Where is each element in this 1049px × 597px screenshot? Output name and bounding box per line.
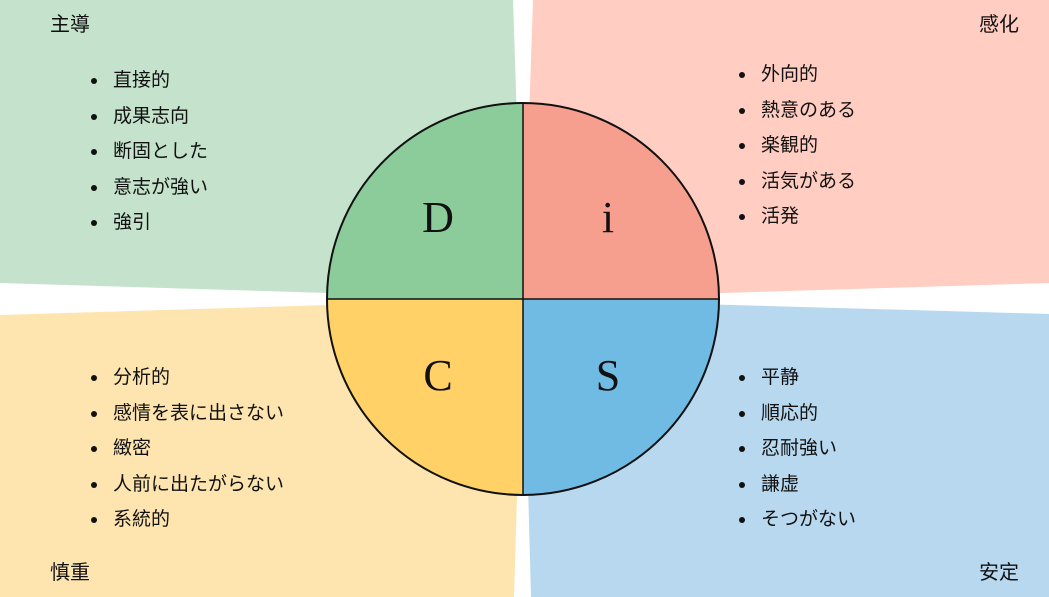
list-item: 外向的 [757, 57, 856, 93]
list-item: 断固とした [109, 134, 208, 170]
list-item: そつがない [757, 502, 856, 538]
i-title: 感化 [979, 12, 1019, 36]
c-traits: 分析的 感情を表に出さない 緻密 人前に出たがらない 系統的 [87, 360, 284, 538]
letter-c: C [423, 351, 452, 400]
s-traits: 平静 順応的 忍耐強い 謙虚 そつがない [735, 360, 856, 538]
list-item: 忍耐強い [757, 431, 856, 467]
list-item: 人前に出たがらない [109, 467, 284, 503]
list-item: 意志が強い [109, 170, 208, 206]
list-item: 活発 [757, 199, 856, 235]
list-item: 楽観的 [757, 128, 856, 164]
list-item: 分析的 [109, 360, 284, 396]
list-item: 直接的 [109, 63, 208, 99]
d-title: 主導 [50, 12, 90, 36]
letter-s: S [596, 351, 620, 400]
s-title: 安定 [979, 560, 1019, 584]
list-item: 熱意のある [757, 93, 856, 129]
letter-d: D [422, 193, 454, 242]
list-item: 強引 [109, 205, 208, 241]
c-title: 慎重 [50, 560, 90, 584]
list-item: 順応的 [757, 396, 856, 432]
d-traits: 直接的 成果志向 断固とした 意志が強い 強引 [87, 63, 208, 241]
list-item: 活気がある [757, 164, 856, 200]
list-item: 緻密 [109, 431, 284, 467]
letter-i: i [602, 193, 614, 242]
list-item: 謙虚 [757, 467, 856, 503]
list-item: 成果志向 [109, 99, 208, 135]
list-item: 平静 [757, 360, 856, 396]
s-quadrant [523, 299, 719, 495]
list-item: 系統的 [109, 502, 284, 538]
c-quadrant [327, 299, 523, 495]
list-item: 感情を表に出さない [109, 396, 284, 432]
i-traits: 外向的 熱意のある 楽観的 活気がある 活発 [735, 57, 856, 235]
d-quadrant [327, 103, 523, 299]
i-quadrant [523, 103, 719, 299]
